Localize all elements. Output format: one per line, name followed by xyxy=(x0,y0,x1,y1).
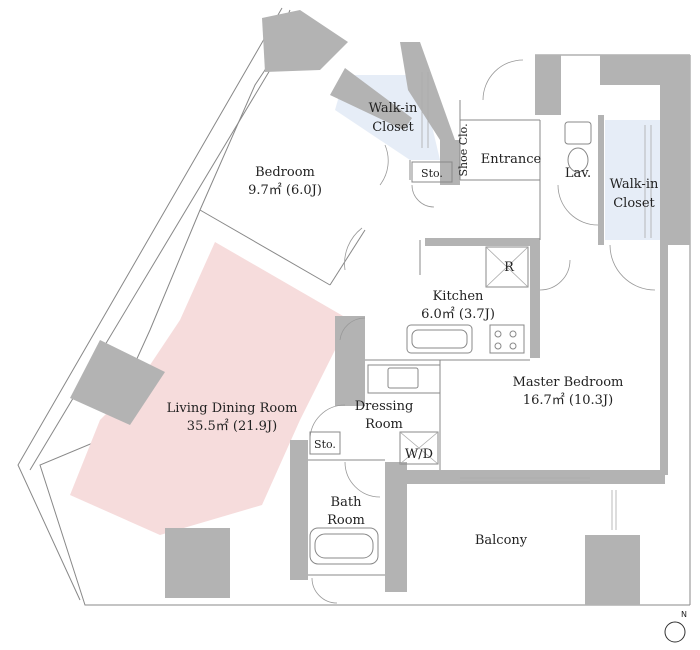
lavatory-label: Lav. xyxy=(565,166,591,181)
storage-2-label: Sto. xyxy=(314,438,336,451)
bath-room-label-line2: Room xyxy=(327,513,365,528)
storage-1-label: Sto. xyxy=(421,167,443,180)
washer-dryer-label: W/D xyxy=(405,447,433,462)
master-bedroom-label: Master Bedroom xyxy=(513,375,624,390)
master-bedroom-area: 16.7㎡ (10.3J) xyxy=(523,393,613,408)
compass-circle xyxy=(664,621,686,643)
balcony-label: Balcony xyxy=(475,533,528,548)
compass-north-label: N xyxy=(681,610,687,619)
walkin-closet-1-label-line1: Walk-in xyxy=(369,101,418,116)
partitions xyxy=(199,100,541,576)
fixtures xyxy=(309,121,592,565)
shoe-closet-label: Shoe Clo. xyxy=(457,123,470,176)
living-dining-label: Living Dining Room xyxy=(167,401,298,416)
north-arrow-icon xyxy=(671,620,679,644)
closet-rods xyxy=(421,72,652,238)
kitchen-area: 6.0㎡ (3.7J) xyxy=(421,307,495,322)
dressing-room-label-line1: Dressing xyxy=(355,399,414,414)
walls xyxy=(70,10,690,605)
walkin-closet-2-label-line1: Walk-in xyxy=(610,177,659,192)
bedroom-label: Bedroom xyxy=(255,165,315,180)
living-dining-area: 35.5㎡ (21.9J) xyxy=(187,419,277,434)
doors xyxy=(309,59,656,604)
windows xyxy=(460,477,617,530)
living-floor xyxy=(70,242,350,535)
room-labels: Walk-in Closet Bedroom 9.7㎡ (6.0J) Sto. … xyxy=(167,101,659,548)
walkin-closet-2-floor xyxy=(605,120,663,240)
walkin-closet-1-label-line2: Closet xyxy=(372,120,414,135)
bedroom-area: 9.7㎡ (6.0J) xyxy=(248,183,322,198)
entrance-label: Entrance xyxy=(481,152,542,167)
bath-room-label-line1: Bath xyxy=(331,495,363,510)
dressing-room-label-line2: Room xyxy=(365,417,403,432)
compass: N xyxy=(664,610,687,644)
kitchen-label: Kitchen xyxy=(433,289,484,304)
walkin-closet-2-label-line2: Closet xyxy=(613,196,655,211)
refrigerator-label: R xyxy=(504,260,515,275)
